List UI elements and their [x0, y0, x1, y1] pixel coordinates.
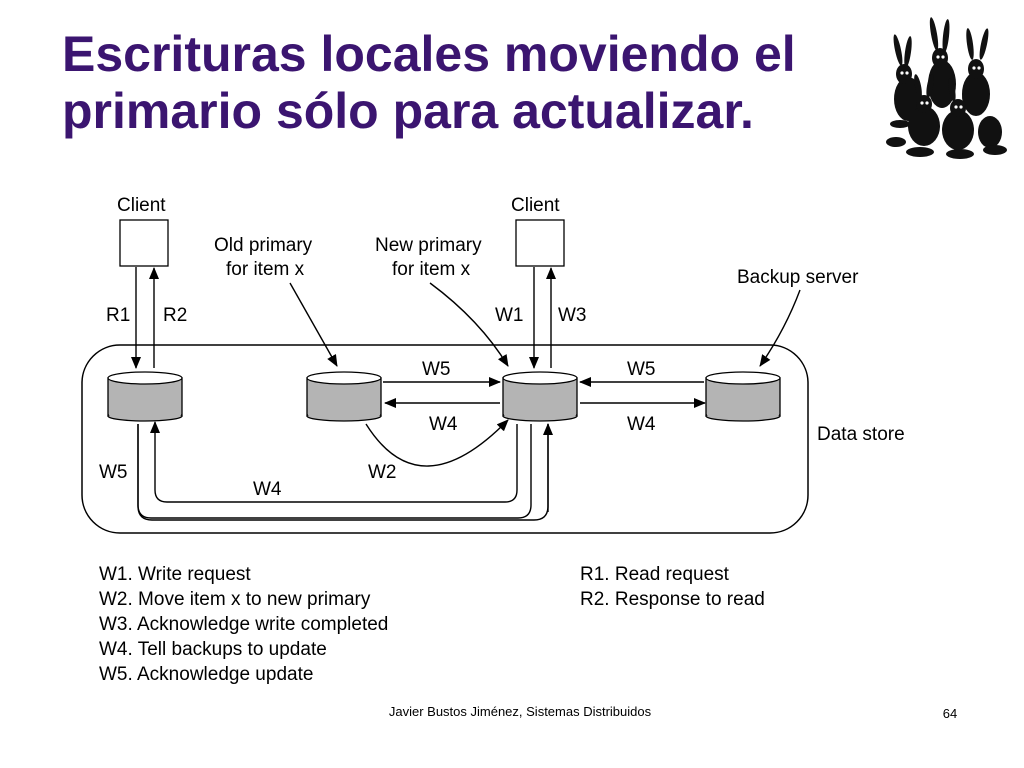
slide-title: Escrituras locales moviendo el primario …	[62, 26, 862, 140]
label-w5-top-right: W5	[627, 359, 656, 380]
label-old-primary-2: for item x	[226, 259, 305, 280]
legend-item: W4. Tell backups to update	[99, 639, 327, 660]
arrow-w4-loop-outer	[137, 424, 532, 519]
label-new-primary-1: New primary	[375, 235, 482, 256]
label-r2: R2	[163, 305, 187, 326]
label-w4-bottom: W4	[253, 479, 282, 500]
client-left-box	[119, 219, 169, 267]
legend-item: W2. Move item x to new primary	[99, 589, 371, 610]
label-new-primary-2: for item x	[392, 259, 471, 280]
label-w4-mid-left: W4	[429, 414, 458, 435]
label-w5-top-left: W5	[422, 359, 451, 380]
pointer-backup-server	[759, 289, 801, 367]
disk-old-primary	[306, 371, 382, 422]
label-data-store: Data store	[817, 424, 905, 445]
data-store-region	[81, 344, 809, 534]
label-w2: W2	[368, 462, 397, 483]
title-line-1: Escrituras locales moviendo el	[62, 26, 796, 82]
label-client-right: Client	[511, 195, 560, 216]
legend-item: W3. Acknowledge write completed	[99, 614, 389, 635]
arrow-w4-loop	[137, 423, 553, 521]
label-client-left: Client	[117, 195, 166, 216]
rabbits-logo-icon	[886, 17, 1007, 159]
label-backup-server: Backup server	[737, 267, 859, 288]
label-w5-bottom: W5	[99, 462, 128, 483]
label-w4-mid-right: W4	[627, 414, 656, 435]
legend-item: R2. Response to read	[580, 589, 765, 610]
arrow-w5-loop	[150, 421, 518, 503]
page-number: 64	[942, 706, 958, 721]
label-r1: R1	[106, 305, 130, 326]
footer-author: Javier Bustos Jiménez, Sistemas Distribu…	[388, 704, 652, 719]
label-old-primary-1: Old primary	[214, 235, 313, 256]
legend-item: W1. Write request	[99, 564, 251, 585]
legend-write-steps: W1. Write request W2. Move item x to new…	[99, 562, 388, 687]
disk-new-primary	[502, 371, 578, 422]
label-w1: W1	[495, 305, 524, 326]
legend-item: R1. Read request	[580, 564, 729, 585]
pointer-old-primary	[289, 282, 338, 367]
label-w3: W3	[558, 305, 587, 326]
client-right-box	[515, 219, 565, 267]
legend-read-steps: R1. Read request R2. Response to read	[580, 562, 765, 612]
title-line-2: primario sólo para actualizar.	[62, 83, 754, 139]
disk-left	[107, 371, 183, 422]
disk-backup-server	[705, 371, 781, 422]
arrow-w2	[365, 419, 509, 467]
legend-item: W5. Acknowledge update	[99, 664, 314, 685]
pointer-new-primary	[429, 282, 509, 367]
